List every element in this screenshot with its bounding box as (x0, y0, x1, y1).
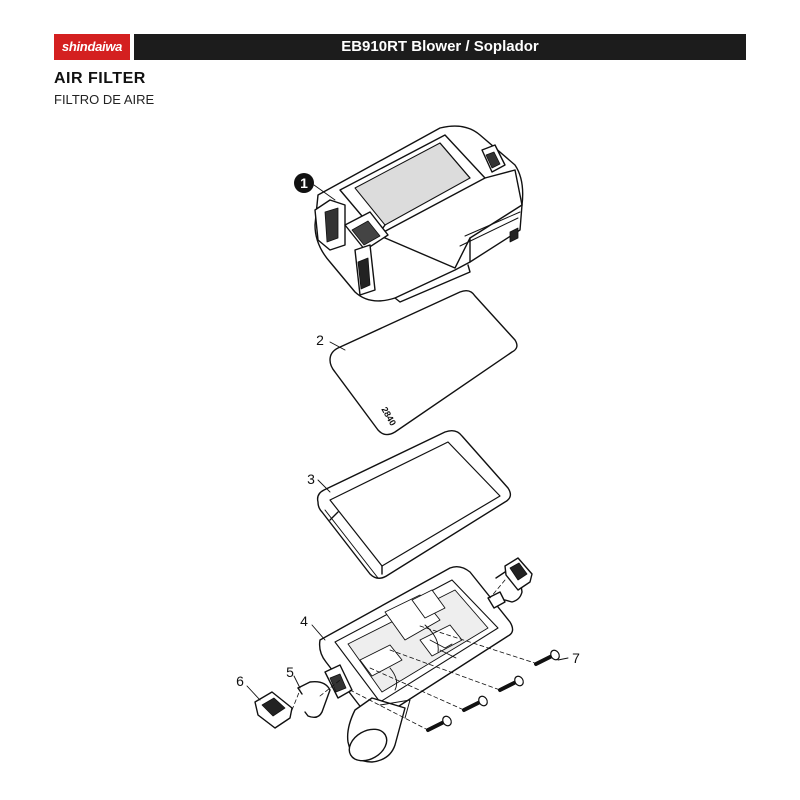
callout-3-label: 3 (307, 471, 315, 487)
air-filter-cover-part (314, 125, 524, 303)
header-bar (54, 34, 746, 60)
callout-7-label: 7 (572, 650, 580, 666)
section-subtitle: FILTRO DE AIRE (54, 92, 155, 107)
brand-logo: shindaiwa (54, 34, 130, 60)
screw-2 (498, 675, 524, 692)
brand-separator (130, 34, 134, 60)
assembly-guide-lines (291, 579, 539, 731)
screw-part (426, 649, 560, 732)
leader-lines (246, 184, 569, 701)
callout-2-label: 2 (316, 332, 324, 348)
air-filter-element-part (316, 429, 512, 579)
pre-filter-pad-part: 2840 (329, 289, 518, 436)
callout-6-label: 6 (236, 673, 244, 689)
screw-3 (462, 695, 488, 712)
air-cleaner-base-part (318, 565, 514, 763)
callout-4-label: 4 (300, 613, 308, 629)
screw-4 (426, 715, 452, 732)
screw-1 (534, 649, 560, 666)
page-title: EB910RT Blower / Soplador (341, 38, 539, 55)
latch-right (504, 557, 533, 591)
latch-part (254, 691, 293, 729)
callout-1-label: 1 (300, 175, 308, 191)
section-title: AIR FILTER (54, 70, 146, 87)
callout-1: 1 (294, 173, 314, 193)
wire-clip-part (297, 680, 331, 719)
callout-5-label: 5 (286, 664, 294, 680)
